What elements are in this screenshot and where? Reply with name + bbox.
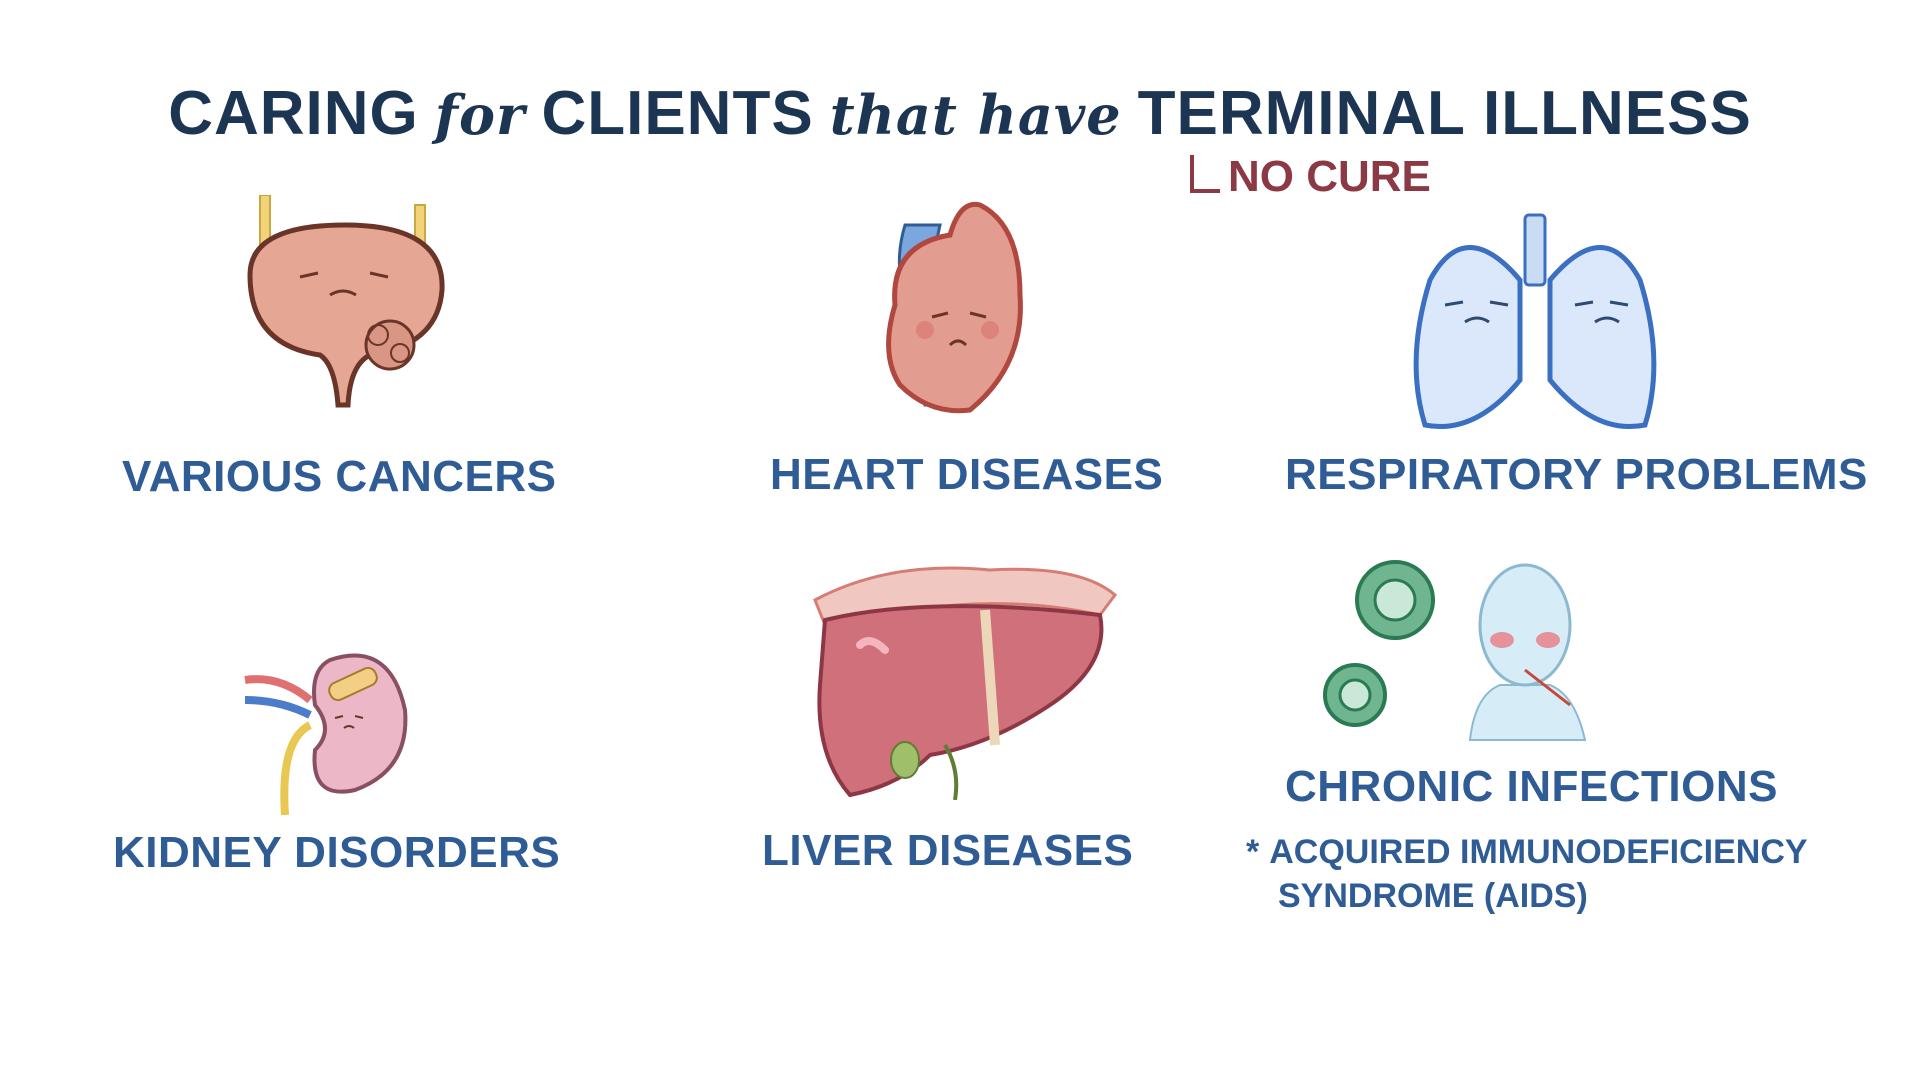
title-for: for	[434, 83, 526, 147]
virus-patient-icon	[1323, 560, 1587, 741]
heart-icon	[886, 201, 1023, 414]
asterisk-bullet: *	[1246, 833, 1260, 871]
liver-icon	[813, 566, 1118, 800]
kidney-icon	[244, 653, 408, 815]
bladder-tumor-icon	[247, 195, 445, 408]
chronic-infections-label: CHRONIC INFECTIONS	[1285, 762, 1778, 811]
no-cure-note: NO CURE	[1190, 152, 1431, 202]
aids-line-1-text: ACQUIRED IMMUNODEFICIENCY	[1269, 833, 1808, 871]
respiratory-problems-label: RESPIRATORY PROBLEMS	[1285, 450, 1868, 499]
title-terminal-illness: TERMINAL ILLNESS	[1137, 79, 1752, 148]
heart-diseases-label: HEART DISEASES	[770, 450, 1164, 499]
no-cure-text: NO CURE	[1228, 152, 1431, 201]
arrow-hook-icon	[1190, 155, 1220, 193]
lungs-icon	[1413, 213, 1657, 429]
aids-detail: *ACQUIRED IMMUNODEFICIENCY SYNDROME (AID…	[1246, 830, 1808, 918]
kidney-disorders-label: KIDNEY DISORDERS	[113, 828, 561, 877]
title-clients: CLIENTS	[541, 79, 814, 148]
liver-diseases-label: LIVER DISEASES	[762, 826, 1134, 875]
aids-line-2: SYNDROME (AIDS)	[1278, 877, 1588, 915]
aids-line-1: *ACQUIRED IMMUNODEFICIENCY	[1246, 830, 1808, 874]
title-caring: CARING	[168, 79, 419, 148]
title-that-have: that have	[829, 83, 1122, 147]
various-cancers-label: VARIOUS CANCERS	[122, 452, 557, 501]
